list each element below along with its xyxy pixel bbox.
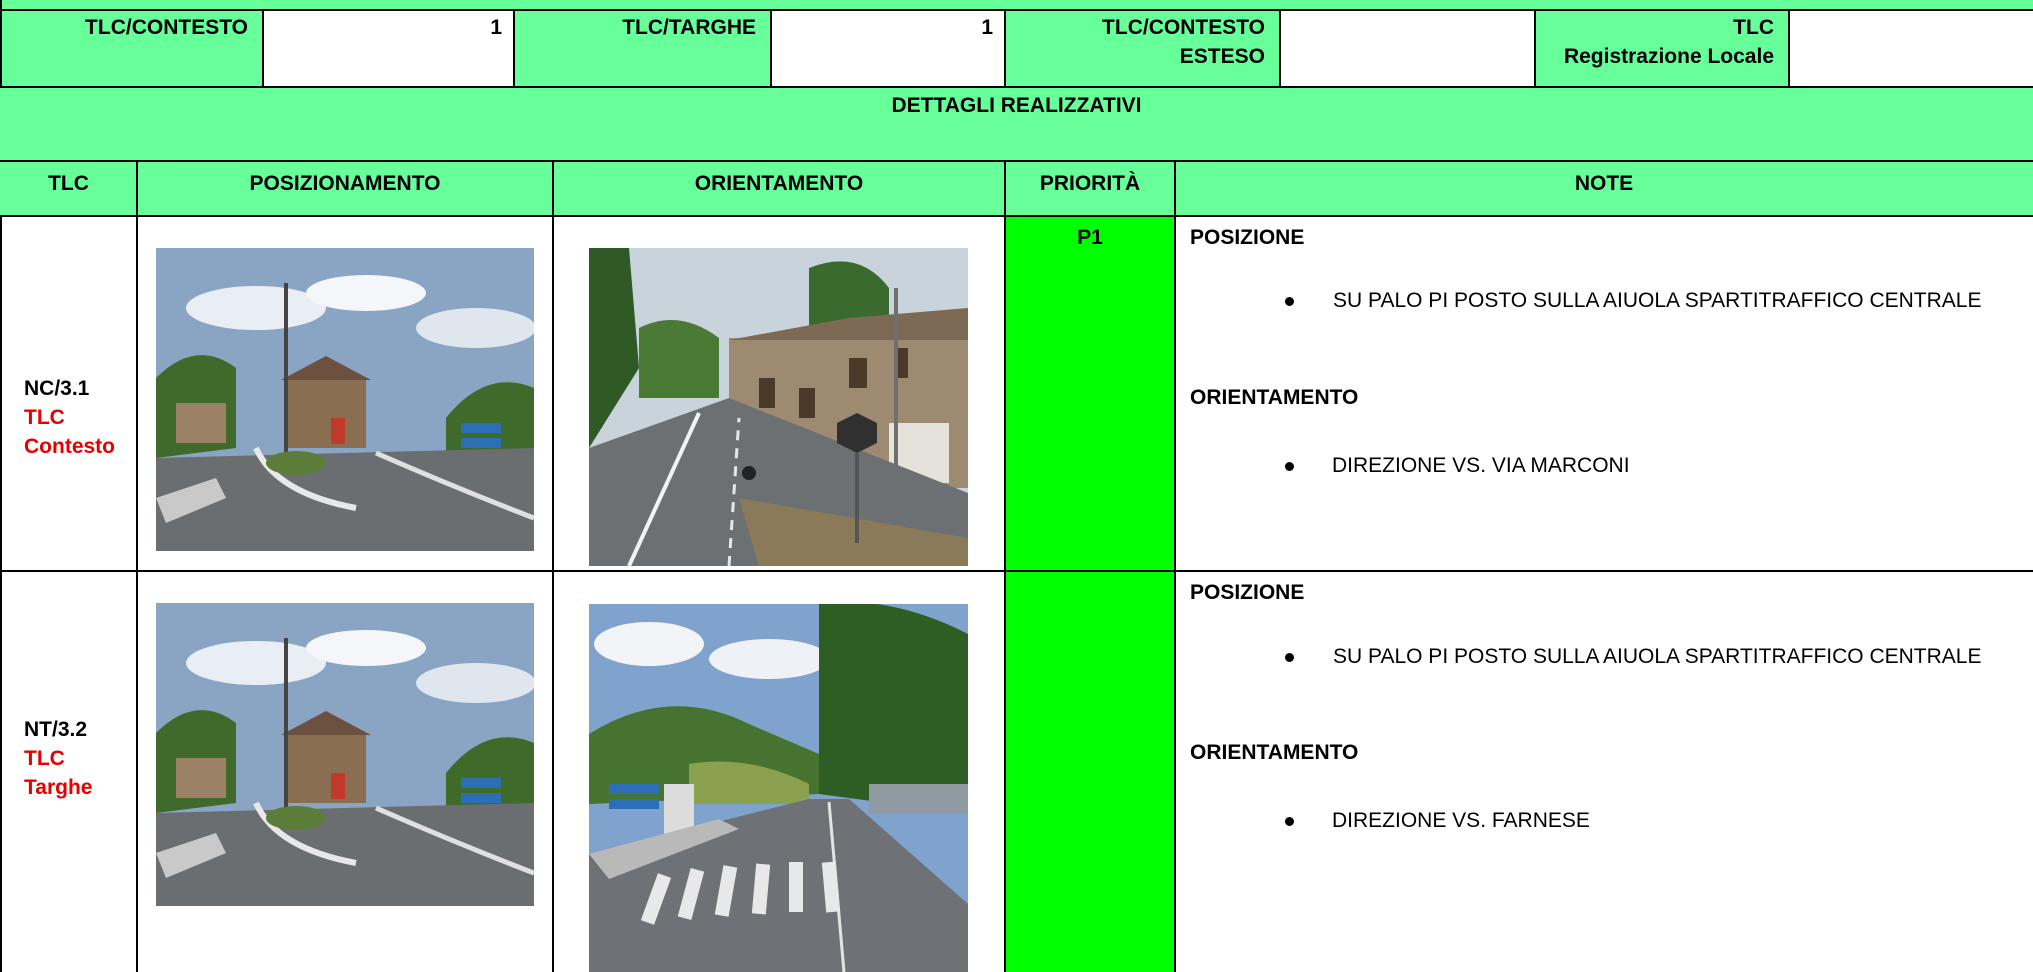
column-header-tlc: TLC — [48, 172, 89, 195]
bullet-dot-icon — [1285, 462, 1294, 471]
orientation-photo-2 — [589, 604, 968, 972]
bullet-dot-icon — [1285, 817, 1294, 826]
note-heading-posizione: POSIZIONE — [1190, 226, 1305, 249]
note-heading-orientamento: ORIENTAMENTO — [1190, 741, 1359, 764]
tlc-targhe-label: TLC/TARGHE — [622, 16, 756, 39]
section-title: DETTAGLI REALIZZATIVI — [891, 94, 1142, 117]
tlc-reg-locale-label: TLC Registrazione Locale — [1563, 16, 1774, 68]
table-row-1-tlc: NC/3.1 TLC Contesto — [24, 374, 134, 461]
section-title-bottom-border — [0, 160, 2033, 162]
bullet-dot-icon — [1285, 653, 1294, 662]
tlc-targhe-value: 1 — [981, 16, 993, 39]
table-row-2-tlc: NT/3.2 TLC Targhe — [24, 715, 134, 802]
note-heading-posizione: POSIZIONE — [1190, 581, 1305, 604]
tlc-contesto-value: 1 — [490, 16, 502, 39]
row-separator — [0, 570, 2033, 572]
priority-value: P1 — [1077, 226, 1103, 249]
tlc-code: NC/3.1 — [24, 377, 90, 400]
header-top-border — [0, 9, 2033, 11]
col-line-2 — [552, 162, 554, 972]
header-bottom-border — [0, 86, 2033, 88]
tlc-type-line-1: TLC — [24, 747, 65, 770]
column-header-priorita: PRIORITÀ — [1039, 172, 1141, 195]
positioning-photo-1 — [156, 248, 534, 551]
tlc-type-line-2: Targhe — [24, 776, 93, 799]
tlc-contesto-label: TLC/CONTESTO — [85, 16, 248, 39]
priority-cell-row-1 — [1006, 217, 1174, 570]
tlc-contesto-esteso-label: TLC/CONTESTO ESTESO — [1102, 16, 1265, 68]
column-header-orientamento: ORIENTAMENTO — [694, 172, 864, 195]
col-line-3 — [1004, 162, 1006, 972]
note-heading-orientamento: ORIENTAMENTO — [1190, 386, 1359, 409]
column-header-bottom-border — [0, 215, 2033, 217]
tlc-contesto-esteso-value-cell — [1279, 11, 1536, 86]
tlc-type-line-1: TLC — [24, 406, 65, 429]
column-header-note: NOTE — [1574, 172, 1634, 195]
tlc-contesto-value-cell — [262, 11, 515, 86]
positioning-photo-2 — [156, 603, 534, 906]
bullet-dot-icon — [1285, 297, 1294, 306]
tlc-reg-locale-value-cell — [1788, 11, 2033, 86]
col-line-1 — [136, 162, 138, 972]
orientation-photo-1 — [589, 248, 968, 566]
column-header-row — [0, 162, 2033, 216]
column-header-posizionamento: POSIZIONAMENTO — [249, 172, 441, 195]
tlc-code: NT/3.2 — [24, 718, 88, 741]
tlc-targhe-value-cell — [770, 11, 1006, 86]
page-left-border — [0, 0, 2, 972]
priority-cell-row-2 — [1006, 572, 1174, 972]
tlc-type-line-2: Contesto — [24, 435, 115, 458]
section-title-row — [0, 88, 2033, 161]
col-line-4 — [1174, 162, 1176, 972]
